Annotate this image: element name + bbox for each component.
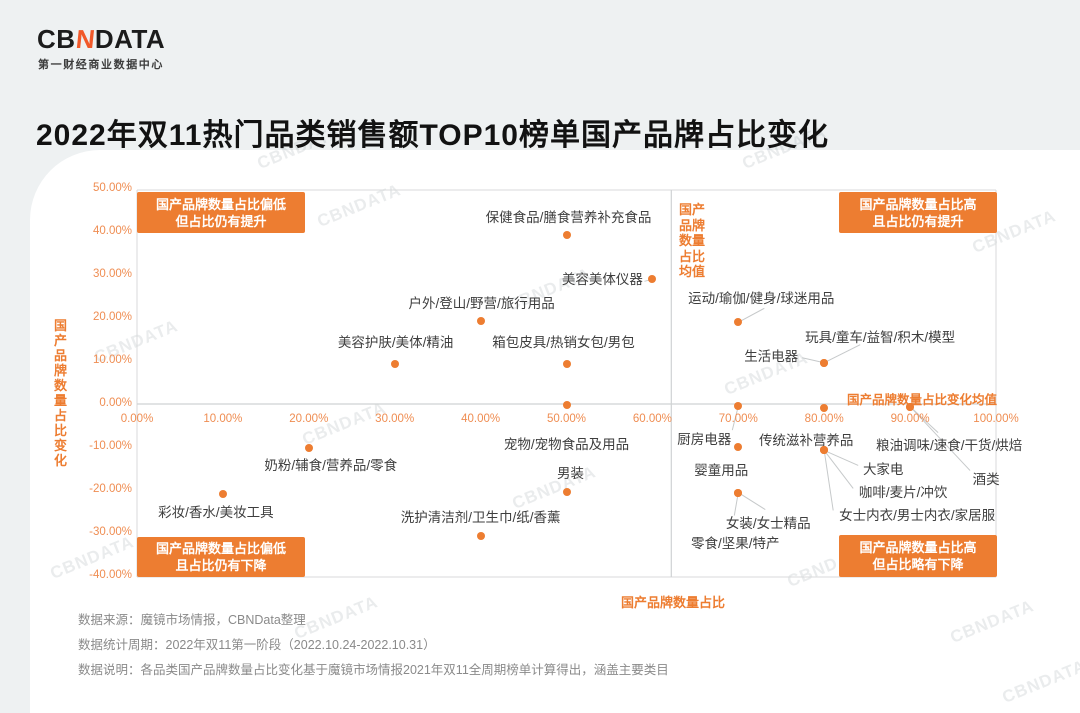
point-label: 保健食品/膳食营养补充食品 [485,210,652,225]
y-tick: 20.00% [92,311,132,323]
x-tick: 0.00% [120,413,154,425]
y-tick: -30.00% [89,526,132,538]
mean-y-line-label: 国产品牌数量占比变化均值 [846,393,997,407]
logo-subtitle: 第一财经商业数据中心 [38,59,164,71]
x-tick: 40.00% [461,413,501,425]
x-tick: 20.00% [289,413,329,425]
x-tick: 50.00% [546,413,587,425]
quadrant-label-bottom-right: 国产品牌数量占比高但占比略有下降 [839,535,997,577]
y-tick: 10.00% [92,354,132,366]
y-axis-title: 国产品牌数量占比变化 [54,318,68,468]
y-tick: 40.00% [92,225,132,237]
point-label: 户外/登山/野营/旅行用品 [408,295,555,311]
x-tick: 30.00% [375,413,415,425]
point-label: 洗护清洁剂/卫生巾/纸/香薰 [400,510,561,525]
point-label: 箱包皮具/热销女包/男包 [492,334,635,350]
x-tick: 100.00% [973,413,1019,425]
data-point [820,403,829,412]
x-tick: 80.00% [804,413,844,425]
quadrant-text: 国产品牌数量占比高 [859,196,977,212]
point-label: 传统滋补营养品 [758,432,854,448]
point-label: 玩具/童车/益智/积木/模型 [805,329,956,345]
quadrant-text: 国产品牌数量占比高 [859,540,977,555]
point-label: 宠物/宠物食品及用品 [503,437,630,453]
y-tick: 50.00% [92,182,132,194]
quadrant-text: 但占比仍有提升 [175,213,267,229]
logo-n-mark: N [74,24,97,54]
quadrant-text: 且占比仍有下降 [175,558,267,573]
point-label: 奶粉/辅食/营养品/零食 [264,458,398,474]
point-label: 厨房电器 [677,432,732,448]
footer-note: 数据说明：各品类国产品牌数量占比变化基于魔镜市场情报2021年双11全周期榜单计… [78,663,669,677]
logo-data: DATA [94,24,166,54]
data-point [390,359,399,368]
x-tick: 90.00% [890,413,930,425]
quadrant-text: 但占比略有下降 [872,557,964,572]
point-label: 生活电器 [744,348,799,364]
data-point [562,231,571,239]
x-tick: 10.00% [203,413,243,425]
data-point [218,489,227,498]
x-axis-title: 国产品牌数量占比 [620,595,725,610]
quadrant-label-top-left: 国产品牌数量占比偏低但占比仍有提升 [137,192,305,233]
y-tick: -20.00% [89,483,132,495]
data-point [476,316,485,325]
quadrant-label-bottom-left: 国产品牌数量占比偏低且占比仍有下降 [137,537,305,577]
y-tick: -10.00% [89,440,132,452]
data-point [734,488,743,497]
quadrant-text: 国产品牌数量占比偏低 [155,541,286,556]
data-point [562,401,571,410]
x-tick: 70.00% [718,413,758,425]
cbndata-logo: CBNDATA [37,24,165,55]
data-point [562,359,571,368]
footer-period: 数据统计周期：2022年双11第一阶段（2022.10.24-2022.10.3… [78,638,436,652]
point-label: 婴童用品 [694,463,749,478]
point-label: 零食/坚果/特产 [691,535,780,551]
point-label: 美容美体仪器 [561,272,643,288]
logo-cb: CB [37,24,76,54]
point-label: 酒类 [972,471,1000,487]
point-label: 彩妆/香水/美妆工具 [158,504,274,520]
data-point [562,487,571,496]
point-label: 咖啡/麦片/冲饮 [858,485,948,501]
mean-x-line-label: 国产品牌数量占比均值 [679,202,706,279]
footer-source: 数据来源：魔镜市场情报，CBNData整理 [78,613,306,627]
data-point [476,532,485,540]
point-label: 运动/瑜伽/健身/球迷用品 [688,291,835,307]
point-label: 大家电 [862,462,904,478]
data-point [820,358,829,367]
y-tick: 30.00% [92,268,132,280]
point-label: 女装/女士精品 [725,515,811,531]
quadrant-text: 且占比仍有提升 [872,213,964,229]
point-label: 女士内衣/男士内衣/家居服 [839,508,996,524]
point-label: 美容护肤/美体/精油 [337,334,454,350]
chart-title: 2022年双11热门品类销售额TOP10榜单国产品牌占比变化 [36,119,829,153]
point-label: 男装 [557,465,584,481]
point-label: 粮油调味/速食/干货/烘焙 [875,437,1023,453]
data-point [734,443,743,451]
data-point [906,402,915,411]
y-tick: 0.00% [99,397,132,409]
quadrant-text: 国产品牌数量占比偏低 [155,196,286,212]
quadrant-label-top-right: 国产品牌数量占比高且占比仍有提升 [839,192,997,233]
x-tick: 60.00% [632,413,672,425]
y-tick: -40.00% [89,569,132,581]
data-point [304,444,313,453]
chart-card [30,150,1080,713]
